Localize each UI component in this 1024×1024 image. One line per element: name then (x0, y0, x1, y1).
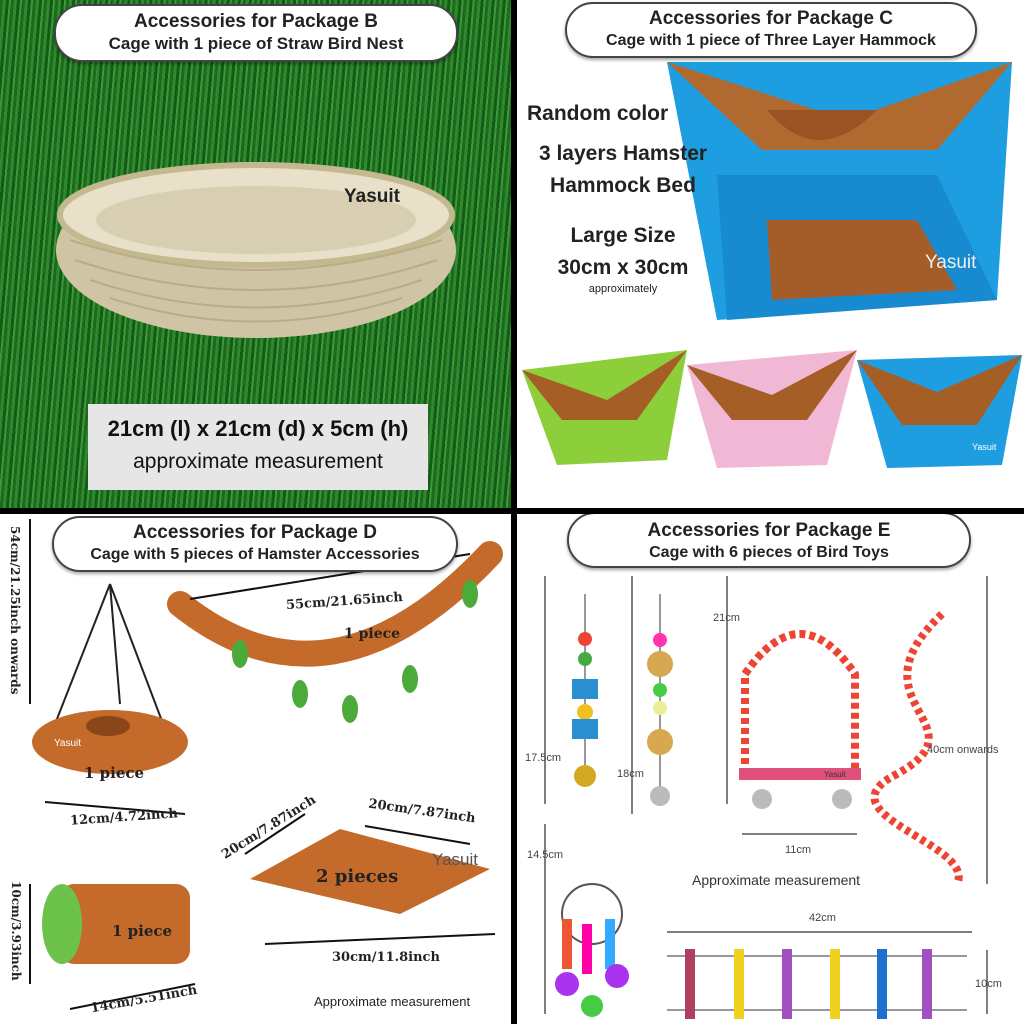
product-line-1: 3 layers Hamster (538, 142, 708, 165)
package-b-panel: Accessories for Package B Cage with 1 pi… (0, 0, 511, 508)
toy-5 (555, 883, 629, 1017)
vine-qty-label: 1 piece (344, 626, 401, 642)
package-b-note: approximate measurement (133, 450, 383, 473)
package-e-subtitle: Cage with 6 pieces of Bird Toys (649, 544, 889, 561)
package-c-watermark-small: Yasuit (972, 442, 997, 452)
size-label: Large Size (570, 224, 676, 247)
hammock-width-label: 30cm/11.8inch (332, 950, 440, 965)
ladder-height-label: 10cm (975, 978, 1002, 990)
package-e-panel: Accessories for Package E Cage with 6 pi… (517, 514, 1024, 1024)
package-d-subtitle: Cage with 5 pieces of Hamster Accessorie… (90, 546, 420, 563)
ladder (667, 949, 967, 1019)
spiral-length-label: 40cm onwards (927, 744, 999, 756)
hammock-qty-label: 2 pieces (316, 866, 399, 887)
package-b-header: Accessories for Package B Cage with 1 pi… (54, 4, 458, 62)
straw-nest-illustration (56, 162, 456, 338)
bird-toys-illustration (544, 576, 988, 1019)
package-b-dimension-box: 21cm (l) x 21cm (d) x 5cm (h) approximat… (88, 404, 428, 490)
package-d-header: Accessories for Package D Cage with 5 pi… (52, 516, 458, 572)
swing-width-label: 11cm (785, 844, 812, 856)
random-color-label: Random color (527, 102, 669, 125)
toy-3-swing (739, 630, 861, 809)
package-d-title: Accessories for Package D (133, 522, 377, 543)
toy-2-height-label: 18cm (617, 768, 644, 780)
toy-2 (647, 594, 673, 806)
hammock-watermark: Yasuit (432, 850, 478, 869)
package-e-title: Accessories for Package E (647, 520, 891, 541)
package-c-subtitle: Cage with 1 piece of Three Layer Hammock (606, 32, 936, 49)
package-e-header: Accessories for Package E Cage with 6 pi… (567, 514, 971, 568)
package-c-panel: Accessories for Package C Cage with 1 pi… (517, 0, 1024, 508)
package-b-title: Accessories for Package B (134, 11, 378, 32)
hammock-blue (857, 355, 1022, 468)
toy-4-spiral (870, 611, 963, 886)
size-value: 30cm x 30cm (557, 256, 689, 279)
package-b-dimensions: 21cm (l) x 21cm (d) x 5cm (h) (107, 416, 409, 441)
tunnel-qty-label: 1 piece (112, 922, 173, 940)
swing-watermark: Yasuit (824, 770, 846, 779)
tunnel-height-label: 10cm/3.93inch (9, 881, 23, 981)
package-b-watermark: Yasuit (344, 186, 400, 207)
hamster-accessories-illustration (29, 519, 503, 1010)
toy-1 (572, 594, 598, 787)
ladder-width-label: 42cm (809, 912, 836, 924)
package-d-note: Approximate measurement (314, 994, 471, 1009)
package-c-title: Accessories for Package C (649, 8, 893, 29)
approx-label: approximately (588, 283, 658, 295)
hammock-pink (687, 350, 857, 468)
package-e-note: Approximate measurement (692, 872, 861, 888)
swing-qty-label: 1 piece (84, 764, 145, 782)
product-line-2: Hammock Bed (550, 174, 696, 197)
swing-watermark: Yasuit (54, 738, 82, 749)
package-b-subtitle: Cage with 1 piece of Straw Bird Nest (108, 34, 404, 53)
toy-1-height-label: 17.5cm (525, 752, 562, 764)
package-c-watermark: Yasuit (925, 252, 977, 273)
swing-height-label: 21cm (713, 612, 740, 624)
package-c-header: Accessories for Package C Cage with 1 pi… (565, 2, 977, 58)
package-d-panel: Accessories for Package D Cage with 5 pi… (0, 514, 511, 1024)
toy-5-height-label: 14.5cm (527, 849, 564, 861)
swing-height-label: 54cm/21.25inch onwards (8, 526, 22, 695)
hammock-illustration (522, 62, 1022, 468)
hammock-green (522, 350, 687, 465)
